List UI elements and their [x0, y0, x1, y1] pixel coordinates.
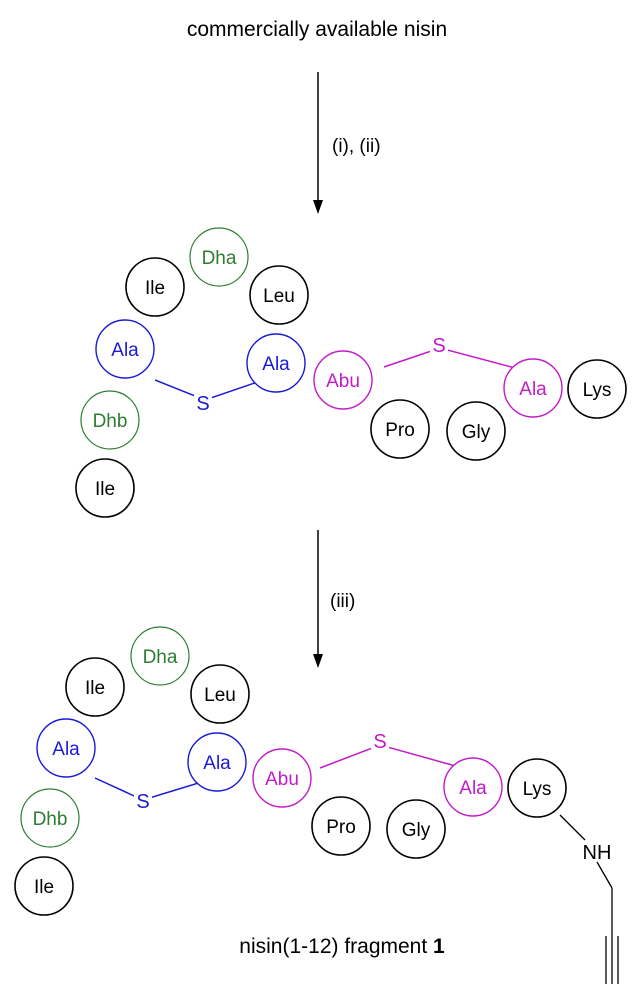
residue-lys-1: Lys: [567, 359, 627, 419]
residue-ala-b-2: Ala: [187, 732, 247, 792]
title: commercially available nisin: [187, 18, 447, 41]
caption: nisin(1-12) fragment 1: [239, 935, 445, 958]
svg-text:Ala: Ala: [111, 340, 139, 361]
methyllanthionine-bond-1: [383, 347, 531, 373]
svg-text:Ala: Ala: [52, 739, 80, 760]
svg-text:Leu: Leu: [263, 286, 295, 307]
residue-lys-2: Lys: [507, 758, 567, 818]
svg-text:Abu: Abu: [326, 371, 360, 392]
lys-nh-bond: [559, 814, 586, 841]
methyllanthionine-bond-2: [319, 744, 471, 771]
residue-pro-2: Pro: [311, 796, 371, 856]
residue-dhb-2: Dhb: [20, 788, 80, 848]
residue-dha-1: Dha: [189, 227, 249, 287]
caption-compound-number: 1: [433, 935, 445, 958]
svg-text:Ile: Ile: [85, 678, 105, 699]
sulfur-label-2a: S: [136, 791, 149, 813]
step1-label: (i), (ii): [332, 136, 381, 157]
svg-text:Ile: Ile: [145, 278, 165, 299]
svg-text:Lys: Lys: [523, 779, 552, 800]
svg-text:Dha: Dha: [143, 647, 178, 668]
svg-text:Gly: Gly: [402, 820, 431, 841]
residue-dha-2: Dha: [130, 626, 190, 686]
svg-text:Dhb: Dhb: [93, 411, 128, 432]
residue-abu-1: Abu: [313, 350, 373, 410]
propargyl-bond: [596, 861, 613, 889]
residue-ile-2: Ile: [75, 458, 135, 518]
svg-text:Pro: Pro: [385, 420, 415, 441]
residue-ile-3: Ile: [65, 657, 125, 717]
svg-text:Abu: Abu: [265, 769, 299, 790]
svg-text:Ala: Ala: [459, 778, 487, 799]
step2-label: (iii): [330, 591, 355, 612]
svg-text:Dhb: Dhb: [33, 809, 68, 830]
sulfur-label-1a: S: [196, 393, 209, 415]
residue-ile-1: Ile: [125, 257, 185, 317]
residue-ala-c-1: Ala: [503, 358, 563, 418]
svg-text:Leu: Leu: [204, 685, 236, 706]
svg-text:Ala: Ala: [203, 753, 231, 774]
svg-text:Pro: Pro: [326, 817, 356, 838]
residue-gly-1: Gly: [446, 401, 506, 461]
residue-ala-a-1: Ala: [95, 319, 155, 379]
svg-text:Ile: Ile: [34, 877, 54, 898]
residue-ile-4: Ile: [14, 856, 74, 916]
structure-1: Ile Dha Leu Ala Ala Dhb Ile Abu: [75, 227, 627, 518]
caption-text: nisin(1-12) fragment: [239, 935, 433, 958]
nh-label: NH: [583, 842, 612, 864]
sulfur-label-2b: S: [373, 731, 386, 753]
svg-text:Ile: Ile: [95, 479, 115, 500]
residue-ala-b-1: Ala: [246, 333, 306, 393]
residue-ala-c-2: Ala: [443, 757, 503, 817]
residue-gly-2: Gly: [386, 799, 446, 859]
residue-leu-1: Leu: [249, 265, 309, 325]
residue-ala-a-2: Ala: [36, 718, 96, 778]
arrowhead-1: [313, 200, 323, 214]
residue-pro-1: Pro: [370, 399, 430, 459]
residue-dhb-1: Dhb: [80, 390, 140, 450]
residue-leu-2: Leu: [190, 664, 250, 724]
structure-2: NH Ile Dha Leu Ala Ala Dhb Ile: [14, 626, 619, 984]
residue-abu-2: Abu: [252, 748, 312, 808]
svg-text:Gly: Gly: [462, 422, 491, 443]
svg-text:Lys: Lys: [583, 380, 612, 401]
arrowhead-2: [313, 654, 323, 668]
svg-text:Ala: Ala: [262, 354, 290, 375]
svg-text:Ala: Ala: [519, 379, 547, 400]
svg-text:Dha: Dha: [202, 248, 237, 269]
sulfur-label-1b: S: [432, 335, 445, 357]
